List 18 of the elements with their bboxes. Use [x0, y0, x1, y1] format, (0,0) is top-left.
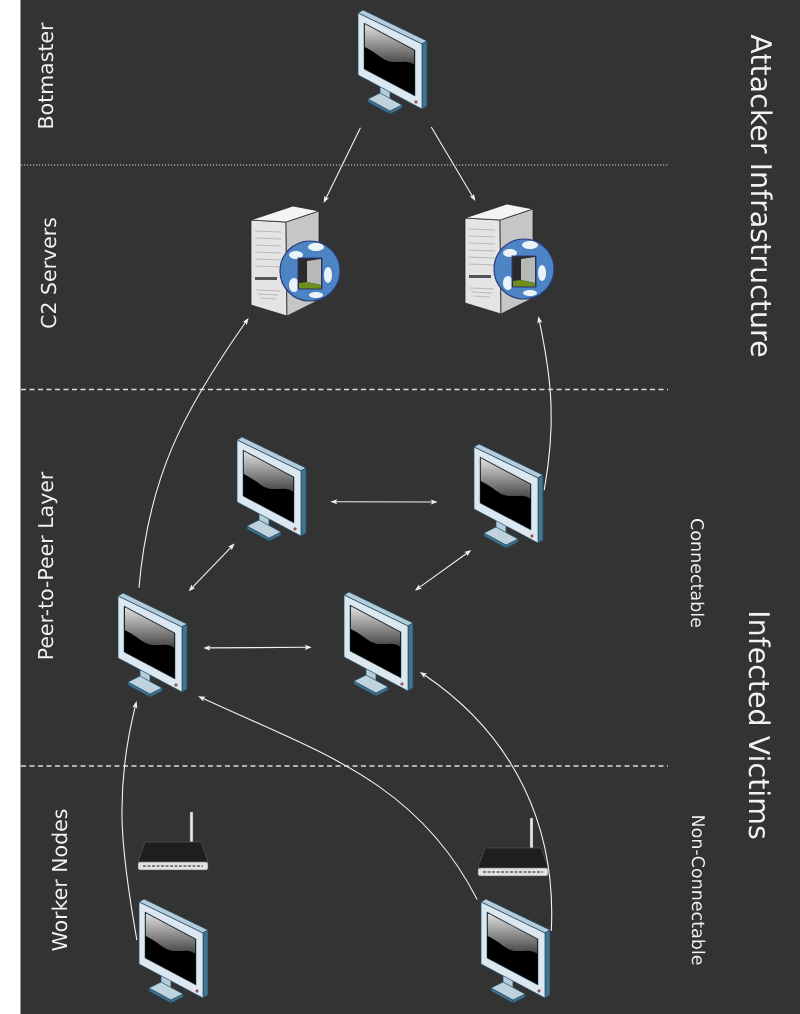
server-icon [250, 205, 341, 317]
monitor-icon [138, 898, 209, 1004]
group-label: Infected Victims [748, 612, 771, 839]
monitor-icon [480, 898, 551, 1004]
section-label: Non-Connectable [691, 816, 706, 965]
monitor-icon [117, 592, 188, 698]
layer-label: Worker Nodes [51, 809, 68, 951]
monitor-icon [343, 591, 414, 697]
layer-label: Botmaster [38, 22, 54, 128]
arrow [323, 127, 361, 203]
monitor-icon [236, 436, 307, 542]
monitor-icon [357, 9, 428, 115]
layer-label: Peer-to-Peer Layer [38, 471, 58, 659]
group-label: Attacker Infrastructure [750, 34, 773, 357]
layer-label: C2 Servers [40, 218, 57, 328]
monitor-icon [473, 443, 544, 549]
section-label: Connectable [690, 519, 705, 627]
server-icon [464, 203, 555, 315]
